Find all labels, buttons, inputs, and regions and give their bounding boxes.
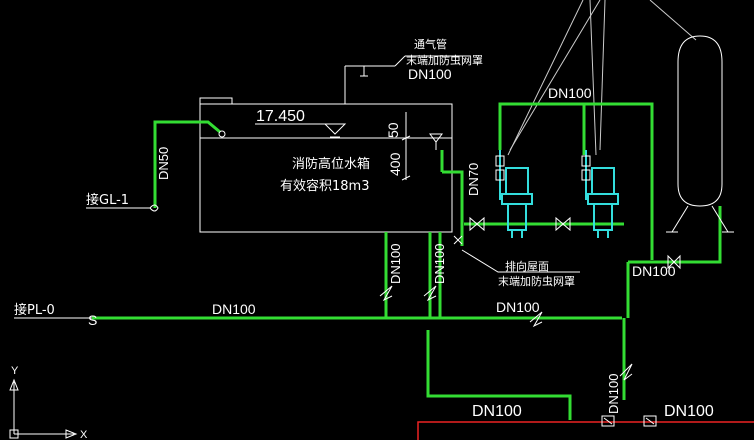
pump-2[interactable]: [585, 150, 619, 238]
tank-name: 消防高位水箱: [292, 156, 370, 172]
dn100-vert-a-label: DN100: [388, 244, 403, 284]
axis-x-label: X: [80, 429, 88, 440]
fire-water-tank[interactable]: [199, 65, 453, 233]
drain-leader: [461, 249, 580, 273]
drain-note: 末端加防虫网罩: [498, 274, 575, 288]
dn100-main-label: DN100: [212, 301, 256, 317]
axis-y-label: Y: [11, 365, 19, 377]
water-level-mark: [255, 123, 347, 138]
pump-valves: [469, 155, 681, 270]
pressure-tank[interactable]: [666, 35, 734, 233]
drain-title: 排向屋面: [505, 259, 549, 273]
dn100-bottom-left-label: DN100: [472, 403, 522, 420]
valve-box: [417, 421, 754, 440]
dn100-top-label: DN100: [548, 85, 592, 101]
tank-capacity: 有效容积18m3: [280, 178, 369, 194]
vent-dn: DN100: [408, 66, 452, 82]
dimension-marks: [401, 112, 411, 181]
dn100-bottom-right-label: DN100: [664, 403, 714, 420]
connect-pl-label: 接PL-0: [14, 302, 55, 318]
gl-connection: [86, 204, 159, 212]
dn100-right-label: DN100: [632, 263, 676, 279]
pump-1[interactable]: [499, 150, 533, 238]
check-valves: [379, 235, 633, 381]
dim-50-label: 50: [385, 122, 401, 138]
vent-note: 末端加防虫网罩: [406, 53, 483, 67]
dn100-riser-label: DN100: [606, 374, 621, 414]
vent-title: 通气管: [414, 37, 447, 51]
dn100-vert-b-label: DN100: [432, 244, 447, 284]
dn70-label: DN70: [466, 163, 481, 196]
dn100-main-right-label: DN100: [496, 299, 540, 315]
pipe-s-label: S: [88, 312, 97, 328]
dim-400-label: 400: [387, 152, 403, 176]
support-lines: [507, 0, 697, 156]
level-label: 17.450: [256, 108, 305, 125]
ucs-axis-icon: [9, 378, 78, 439]
dn50-label: DN50: [156, 147, 171, 180]
connect-gl-label: 接GL-1: [86, 192, 129, 208]
vent-pipe: [360, 55, 470, 77]
green-pipes: [92, 102, 722, 420]
bottom-valves: [601, 415, 657, 427]
overflow-fitting: [218, 130, 443, 150]
